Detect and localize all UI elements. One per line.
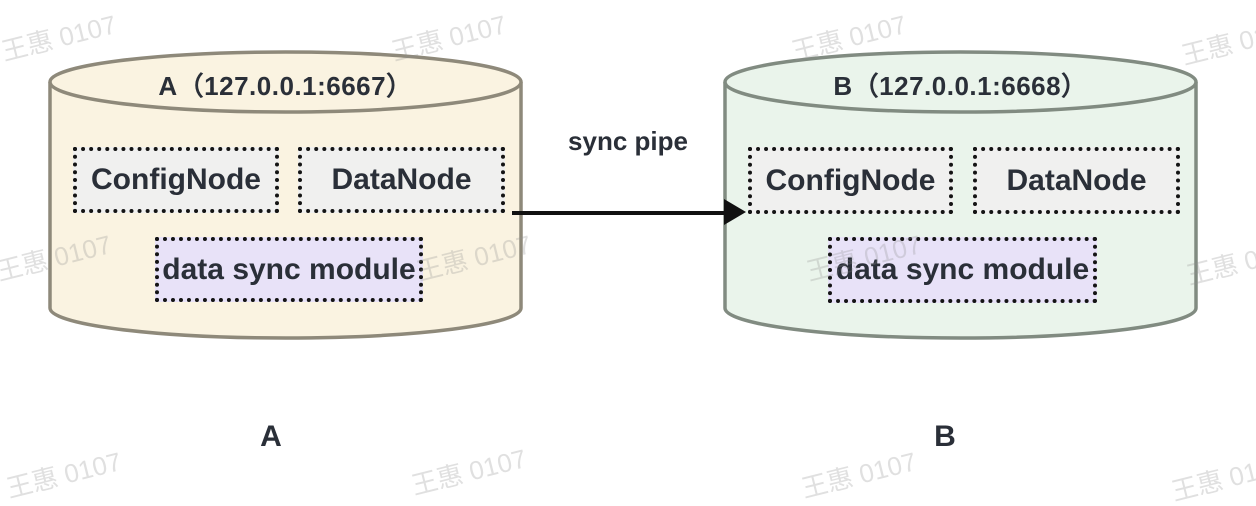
node-a-datanode-box: DataNode [298, 147, 505, 213]
node-b-datanode-box: DataNode [973, 147, 1180, 214]
watermark-text: 王惠 0107 [408, 443, 530, 501]
sync-pipe-label: sync pipe [568, 126, 688, 156]
sync-arrow-head-icon [724, 199, 746, 225]
node-b-title: B（127.0.0.1:6668） [833, 71, 1088, 101]
node-a-confignode-box: ConfigNode [73, 147, 279, 213]
node-b-confignode-box: ConfigNode [748, 147, 953, 214]
cylinder-b-top [723, 50, 1198, 114]
node-b-data-sync-module-box: data sync module [828, 237, 1097, 303]
watermark-text: 王惠 0107 [1168, 449, 1256, 506]
watermark-text: 王惠 0107 [3, 446, 125, 504]
node-a-title: A（127.0.0.1:6667） [158, 71, 413, 101]
cylinder-a-top [48, 50, 523, 114]
node-a-caption: A [260, 420, 282, 453]
node-b-caption: B [934, 420, 956, 453]
node-a-data-sync-module-box: data sync module [155, 237, 423, 302]
sync-arrow-line [512, 211, 728, 215]
